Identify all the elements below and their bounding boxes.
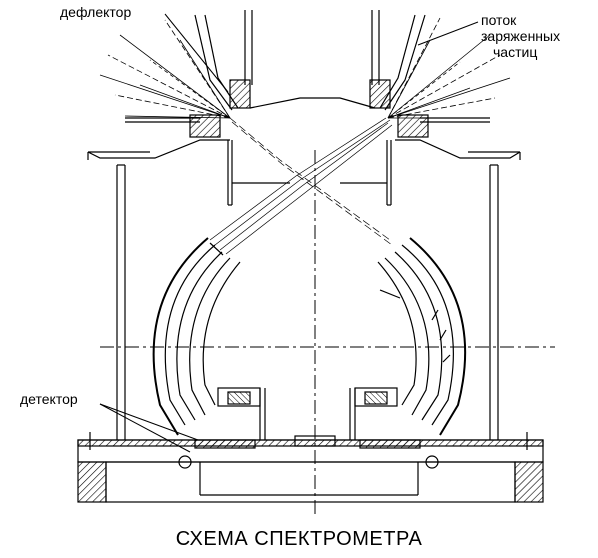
- detector-blocks: [194, 387, 421, 449]
- detector-label: детектор: [20, 391, 78, 407]
- particle-flow-leader: [417, 21, 479, 46]
- right-analyzer: [377, 237, 467, 436]
- leader-lines: [99, 13, 479, 453]
- diagram-caption: СХЕМА СПЕКТРОМЕТРА: [175, 528, 423, 550]
- base-plate: [77, 432, 544, 503]
- housing: [87, 139, 521, 440]
- particle-flow-label-line3: частиц: [493, 44, 538, 60]
- particle-beams: [209, 117, 393, 255]
- deflector-label: дефлектор: [60, 4, 132, 20]
- detector-leader-1: [99, 403, 199, 441]
- detector-leader-2: [99, 403, 191, 453]
- left-analyzer: [152, 237, 241, 436]
- particle-flow-label-line1: поток: [481, 12, 517, 28]
- deflector-leader: [164, 13, 229, 93]
- axis-lines: [100, 150, 555, 515]
- particle-flow-label-line2: заряженных: [481, 28, 561, 44]
- deflector-assembly: [125, 10, 490, 138]
